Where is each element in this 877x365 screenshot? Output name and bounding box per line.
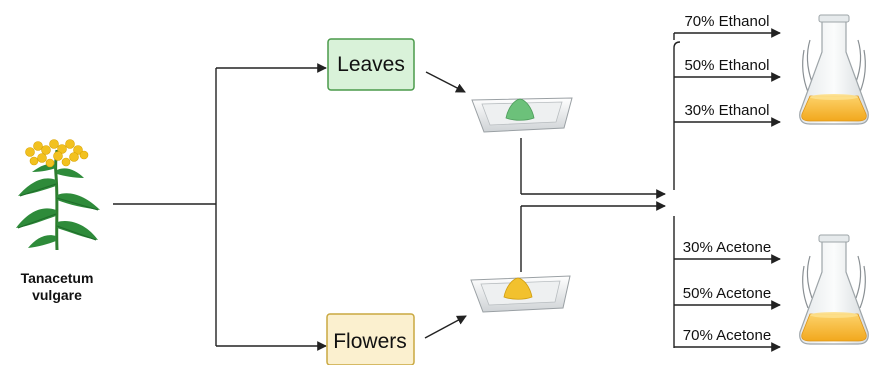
flowers-box: Flowers bbox=[326, 313, 415, 365]
solvent-label-acetone-30: 30% Acetone bbox=[683, 239, 771, 256]
solvent-label-ethanol-50: 50% Ethanol bbox=[684, 57, 769, 74]
solvent-label-ethanol-70: 70% Ethanol bbox=[684, 13, 769, 30]
leaf-sample-dish bbox=[471, 97, 573, 133]
leaves-box: Leaves bbox=[327, 38, 415, 91]
acetone-branch bbox=[673, 216, 781, 352]
leaves-to-dish-arrow bbox=[425, 71, 466, 93]
plant-branch-connector bbox=[113, 63, 327, 351]
flower-powder-sample bbox=[503, 277, 533, 300]
erlenmeyer-flask-icon bbox=[799, 14, 869, 125]
erlenmeyer-flask-icon bbox=[799, 234, 869, 345]
solvent-label-acetone-50: 50% Acetone bbox=[683, 285, 771, 302]
leaf-powder-sample bbox=[505, 98, 535, 121]
tansy-plant-icon bbox=[16, 139, 100, 251]
ethanol-branch bbox=[673, 28, 781, 190]
plant-name-line1: Tanacetum bbox=[21, 270, 94, 286]
leaves-label: Leaves bbox=[337, 53, 405, 76]
weighing-boat-icon bbox=[471, 97, 573, 133]
dish-to-extraction-connector bbox=[520, 138, 666, 272]
solvent-label-ethanol-30: 30% Ethanol bbox=[684, 102, 769, 119]
solvent-label-acetone-70: 70% Acetone bbox=[683, 327, 771, 344]
flower-sample-dish bbox=[470, 275, 571, 313]
flowers-to-dish-arrow bbox=[424, 315, 467, 339]
flowers-label: Flowers bbox=[333, 330, 407, 353]
plant-name-line2: vulgare bbox=[32, 287, 82, 303]
